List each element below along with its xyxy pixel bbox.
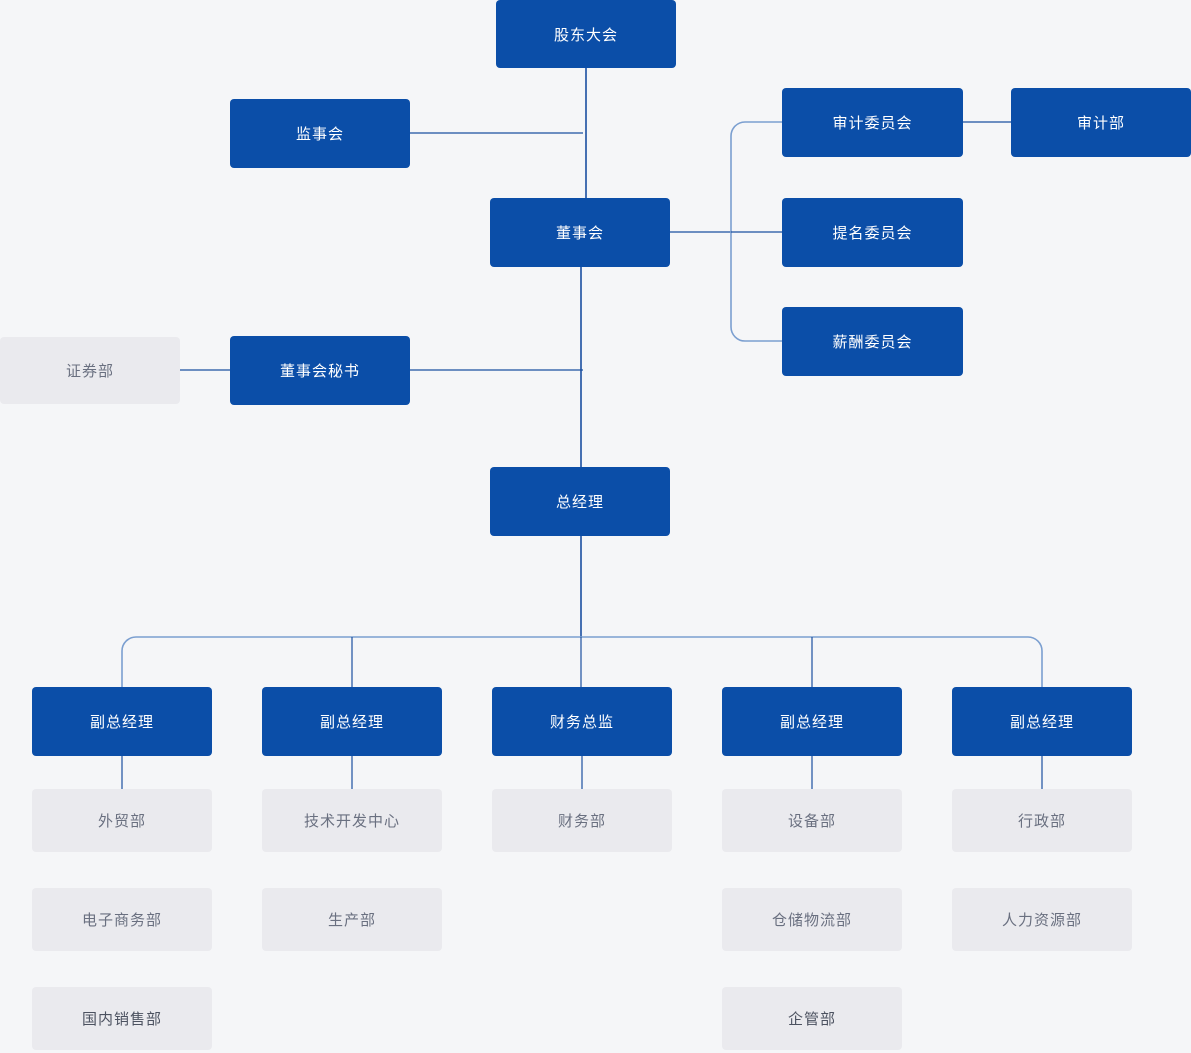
- org-node-label: 薪酬委员会: [832, 334, 913, 351]
- org-node-vgm2[interactable]: 副总经理: [262, 687, 442, 756]
- committee-spine: [730, 121, 782, 342]
- org-node-label: 副总经理: [89, 714, 154, 731]
- org-node-hr-dept[interactable]: 人力资源部: [952, 888, 1132, 951]
- org-node-label: 副总经理: [319, 714, 384, 731]
- org-node-shareholders[interactable]: 股东大会: [496, 0, 676, 68]
- org-node-nomination[interactable]: 提名委员会: [782, 198, 963, 267]
- manager-bus: [121, 636, 1043, 687]
- org-node-board-secretary[interactable]: 董事会秘书: [230, 336, 410, 405]
- org-node-label: 电子商务部: [81, 912, 162, 929]
- org-node-audit-dept[interactable]: 审计部: [1011, 88, 1191, 157]
- org-node-label: 审计部: [1076, 115, 1125, 132]
- org-node-label: 技术开发中心: [303, 813, 400, 830]
- org-node-cfo[interactable]: 财务总监: [492, 687, 672, 756]
- org-node-label: 财务总监: [549, 714, 614, 731]
- org-node-equipment-dept[interactable]: 设备部: [722, 789, 902, 852]
- org-node-domestic-sales[interactable]: 国内销售部: [32, 987, 212, 1050]
- org-node-gm[interactable]: 总经理: [490, 467, 670, 536]
- org-node-ecommerce-dept[interactable]: 电子商务部: [32, 888, 212, 951]
- org-node-supervisors[interactable]: 监事会: [230, 99, 410, 168]
- org-node-enterprise-mgmt[interactable]: 企管部: [722, 987, 902, 1050]
- org-node-vgm4[interactable]: 副总经理: [722, 687, 902, 756]
- org-node-finance-dept[interactable]: 财务部: [492, 789, 672, 852]
- org-node-label: 提名委员会: [832, 225, 913, 242]
- org-node-label: 副总经理: [779, 714, 844, 731]
- org-node-label: 生产部: [327, 912, 376, 929]
- org-node-label: 财务部: [557, 813, 606, 830]
- org-node-label: 证券部: [65, 363, 114, 380]
- org-node-label: 总经理: [555, 494, 604, 511]
- org-node-tech-center[interactable]: 技术开发中心: [262, 789, 442, 852]
- org-node-label: 董事会: [555, 225, 604, 242]
- org-node-label: 国内销售部: [81, 1011, 162, 1028]
- org-node-label: 仓储物流部: [771, 912, 852, 929]
- org-node-admin-dept[interactable]: 行政部: [952, 789, 1132, 852]
- org-node-securities[interactable]: 证券部: [0, 337, 180, 404]
- org-node-label: 设备部: [787, 813, 836, 830]
- org-node-label: 外贸部: [97, 813, 146, 830]
- org-node-label: 监事会: [295, 126, 344, 143]
- org-node-label: 董事会秘书: [279, 363, 360, 380]
- org-node-label: 副总经理: [1009, 714, 1074, 731]
- org-node-production-dept[interactable]: 生产部: [262, 888, 442, 951]
- org-node-vgm1[interactable]: 副总经理: [32, 687, 212, 756]
- org-node-warehouse-dept[interactable]: 仓储物流部: [722, 888, 902, 951]
- org-node-vgm5[interactable]: 副总经理: [952, 687, 1132, 756]
- org-node-foreign-trade[interactable]: 外贸部: [32, 789, 212, 852]
- org-node-compensation[interactable]: 薪酬委员会: [782, 307, 963, 376]
- org-node-label: 股东大会: [553, 26, 618, 44]
- org-node-label: 行政部: [1017, 813, 1066, 830]
- org-node-label: 审计委员会: [832, 115, 913, 132]
- org-node-board[interactable]: 董事会: [490, 198, 670, 267]
- org-node-label: 人力资源部: [1001, 912, 1082, 929]
- org-node-label: 企管部: [787, 1011, 836, 1028]
- org-node-audit-committee[interactable]: 审计委员会: [782, 88, 963, 157]
